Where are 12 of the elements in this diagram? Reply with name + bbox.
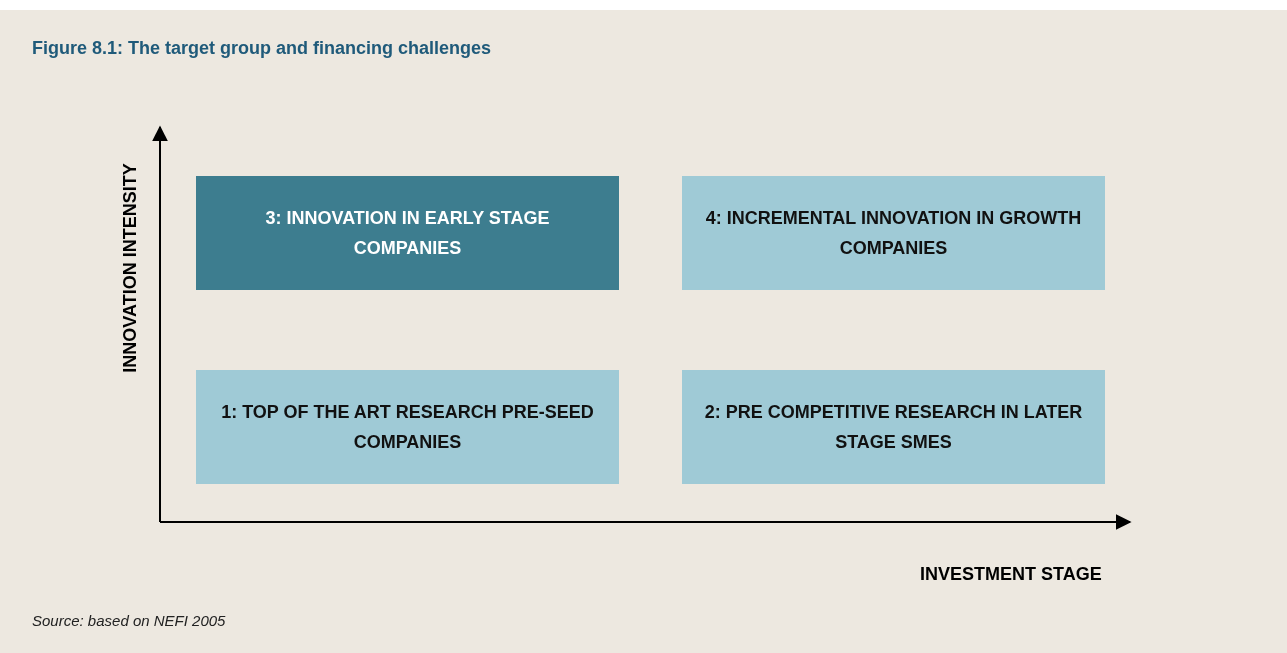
quadrant-box (196, 176, 619, 290)
y-axis-label: INNOVATION INTENSITY (119, 163, 141, 373)
source-note: Source: based on NEFI 2005 (32, 612, 226, 629)
quadrant-label: 3: INNOVATION IN EARLY STAGE COMPANIES (264, 207, 551, 260)
quadrant-label: 1: TOP OF THE ART RESEARCH PRE-SEED COMPANIES (220, 401, 595, 454)
figure-title: Figure 8.1: The target group and financing challenges (32, 38, 492, 59)
quadrant-box (682, 370, 1105, 484)
quadrant-box (196, 370, 619, 484)
quadrant-label: 4: INCREMENTAL INNOVATION IN GROWTH COMPANIES (704, 207, 1083, 260)
x-axis-label: INVESTMENT STAGE (920, 564, 1102, 585)
quadrant-label: 2: PRE COMPETITIVE RESEARCH IN LATER STAGE SMES (703, 401, 1084, 454)
quadrant-box (682, 176, 1105, 290)
